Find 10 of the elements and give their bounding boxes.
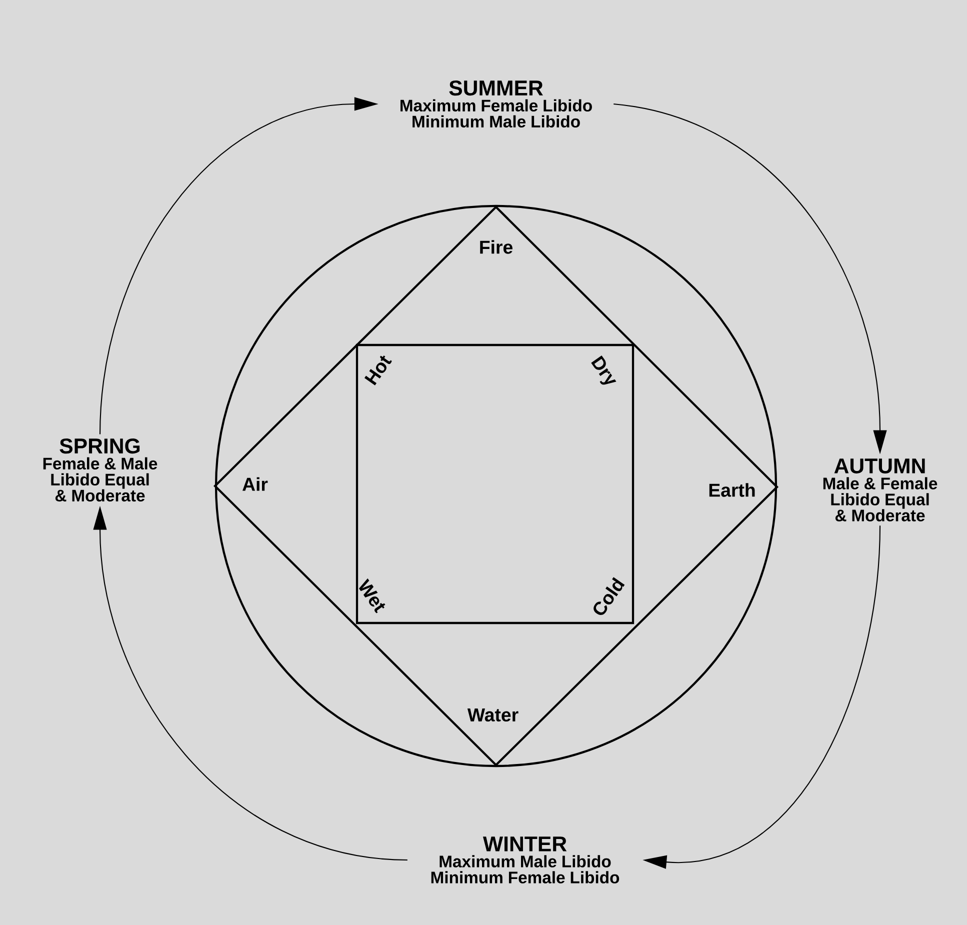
quality-label: Dry (591, 355, 616, 385)
element-label: Fire (480, 240, 512, 254)
element-label: Air (242, 477, 268, 491)
element-label: Earth (709, 483, 755, 497)
season-label: SUMMER Maximum Female Libido Minimum Male Libido (400, 80, 592, 128)
season-label: SPRING Female & Male Libido Equal & Moderate (43, 438, 158, 502)
season-label: WINTER Maximum Male Libido Minimum Female Libido (431, 836, 620, 884)
quality-label: Hot (364, 356, 392, 386)
season-label: AUTUMN Male & Female Libido Equal & Moderate (823, 458, 938, 522)
element-label: Water (467, 708, 518, 722)
